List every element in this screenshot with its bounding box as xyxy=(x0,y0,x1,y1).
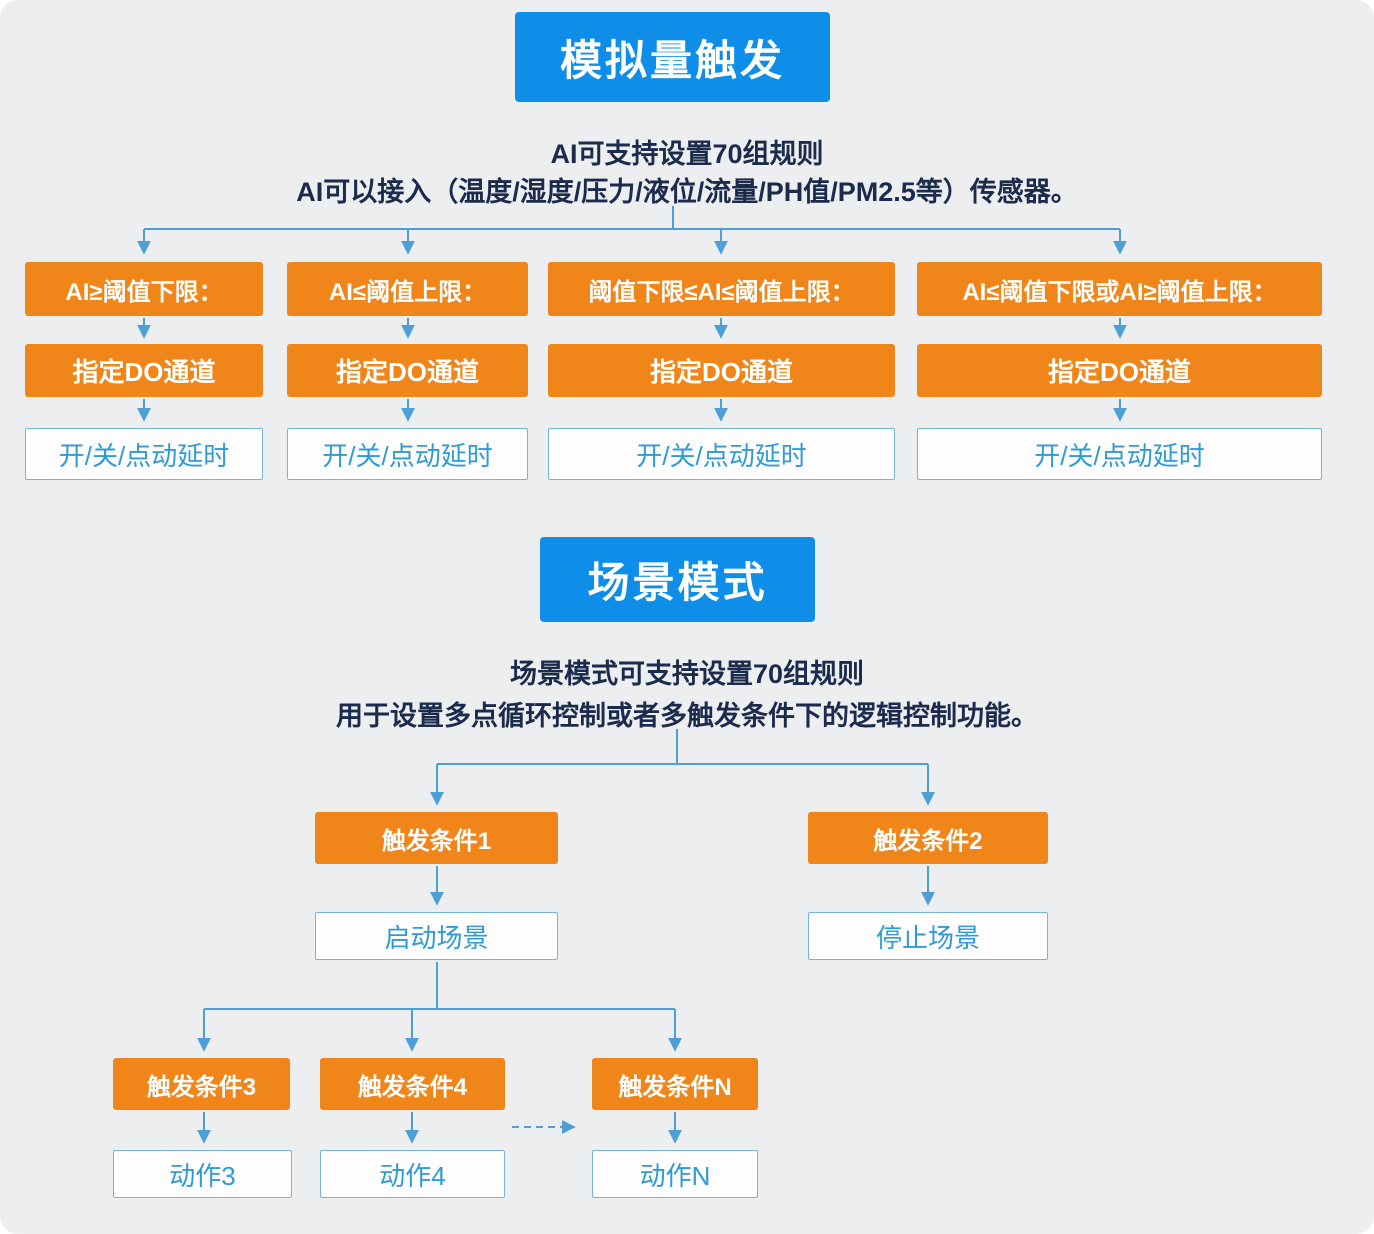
analog-trigger-title: 模拟量触发 xyxy=(515,12,830,102)
trigger-condition-box: 触发条件2 xyxy=(808,812,1048,864)
action-box: 开/关/点动延时 xyxy=(287,428,528,480)
action-box: 开/关/点动延时 xyxy=(917,428,1322,480)
scene-mode-title: 场景模式 xyxy=(540,537,815,622)
trigger-condition-box: 触发条件1 xyxy=(315,812,558,864)
scene-mode-desc-line2: 用于设置多点循环控制或者多触发条件下的逻辑控制功能。 xyxy=(336,701,1038,731)
trigger-condition-box: 触发条件N xyxy=(592,1058,758,1110)
do-channel-box: 指定DO通道 xyxy=(917,344,1322,397)
do-channel-box: 指定DO通道 xyxy=(25,344,263,397)
condition-box: 阈值下限≤AI≤阈值上限： xyxy=(548,262,895,316)
action-box: 开/关/点动延时 xyxy=(25,428,263,480)
condition-box: AI≤阈值上限： xyxy=(287,262,528,316)
scene-action-box: 动作3 xyxy=(113,1150,292,1198)
scene-action-box: 动作4 xyxy=(320,1150,505,1198)
condition-box: AI≥阈值下限： xyxy=(25,262,263,316)
scene-action-box: 启动场景 xyxy=(315,912,558,960)
scene-mode-desc-line1: 场景模式可支持设置70组规则 xyxy=(509,659,865,689)
do-channel-box: 指定DO通道 xyxy=(287,344,528,397)
do-channel-box: 指定DO通道 xyxy=(548,344,895,397)
trigger-condition-box: 触发条件4 xyxy=(320,1058,505,1110)
scene-action-box: 动作N xyxy=(592,1150,758,1198)
scene-action-box: 停止场景 xyxy=(808,912,1048,960)
analog-trigger-desc-line2: AI可以接入（温度/湿度/压力/液位/流量/PH值/PM2.5等）传感器。 xyxy=(296,177,1078,207)
analog-trigger-desc-line1: AI可支持设置70组规则 xyxy=(550,139,824,169)
condition-box: AI≤阈值下限或AI≥阈值上限： xyxy=(917,262,1322,316)
trigger-condition-box: 触发条件3 xyxy=(113,1058,290,1110)
action-box: 开/关/点动延时 xyxy=(548,428,895,480)
